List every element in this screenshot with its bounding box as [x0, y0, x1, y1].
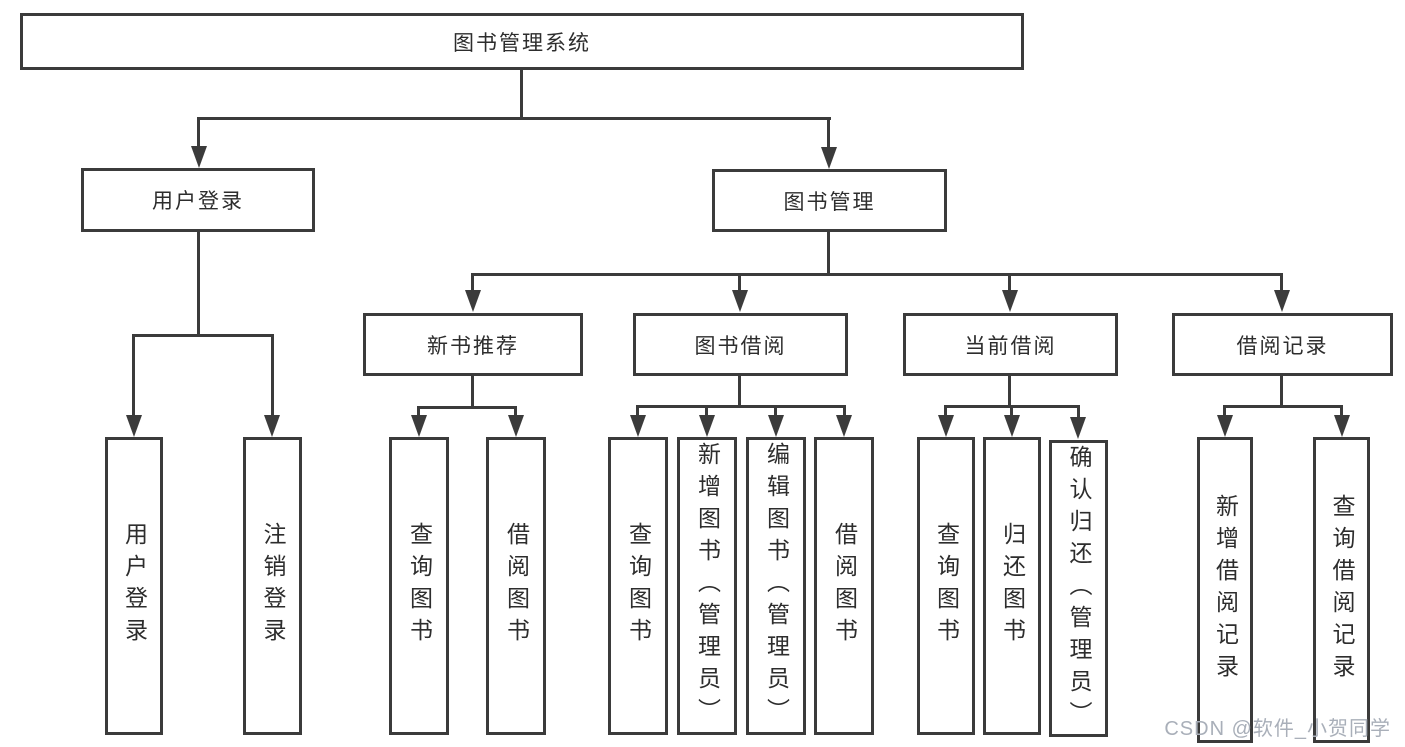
connector-line: [1008, 273, 1011, 292]
leaf-borrow-books: 借阅图书: [486, 437, 546, 735]
connector-line: [738, 273, 741, 292]
connector-line: [514, 406, 517, 418]
connector-line: [843, 405, 846, 418]
connector-line: [636, 405, 639, 418]
leaf-label: 借阅图书: [503, 522, 530, 650]
connector-line: [1223, 405, 1343, 408]
leaf-label: 查询图书: [625, 522, 652, 650]
leaf-label: 借阅图书: [831, 522, 858, 650]
connector-line: [705, 405, 708, 418]
connector-line: [1223, 405, 1226, 418]
arrow-down-icon: [1002, 290, 1018, 312]
leaf-logout: 注销登录: [243, 437, 302, 735]
connector-line: [1280, 273, 1283, 292]
arrow-down-icon: [768, 415, 784, 437]
node-new-book-recommend: 新书推荐: [363, 313, 583, 376]
arrow-down-icon: [1217, 415, 1233, 437]
leaf-query-books: 查询图书: [389, 437, 449, 735]
arrow-down-icon: [821, 147, 837, 169]
leaf-label: 新增图书（管理员）: [694, 442, 721, 730]
arrow-down-icon: [1004, 415, 1020, 437]
leaf-return-books: 归还图书: [983, 437, 1041, 735]
arrow-down-icon: [1274, 290, 1290, 312]
connector-line: [1077, 405, 1080, 418]
connector-line: [417, 406, 517, 409]
node-root-system: 图书管理系统: [20, 13, 1024, 70]
connector-line: [471, 376, 474, 408]
connector-line: [944, 405, 947, 418]
connector-line: [1340, 405, 1343, 418]
leaf-add-borrow-record: 新增借阅记录: [1197, 437, 1253, 743]
node-book-borrow: 图书借阅: [633, 313, 848, 376]
leaf-label: 注销登录: [260, 522, 286, 650]
leaf-label: 查询图书: [933, 522, 960, 650]
connector-line: [827, 232, 830, 275]
connector-line: [417, 406, 420, 418]
node-user-login: 用户登录: [81, 168, 315, 232]
arrow-down-icon: [411, 415, 427, 437]
leaf-query-borrow-record: 查询借阅记录: [1313, 437, 1370, 743]
connector-line: [738, 376, 741, 407]
node-borrow-records: 借阅记录: [1172, 313, 1393, 376]
leaf-label: 编辑图书（管理员）: [763, 442, 790, 730]
leaf-query-books: 查询图书: [917, 437, 975, 735]
leaf-label: 查询借阅记录: [1329, 494, 1355, 686]
connector-line: [1280, 376, 1283, 407]
arrow-down-icon: [264, 415, 280, 437]
node-current-borrow: 当前借阅: [903, 313, 1118, 376]
leaf-edit-book-admin: 编辑图书（管理员）: [746, 437, 806, 735]
arrow-down-icon: [630, 415, 646, 437]
leaf-query-books: 查询图书: [608, 437, 668, 735]
connector-line: [197, 117, 200, 148]
arrow-down-icon: [1070, 417, 1086, 439]
leaf-add-book-admin: 新增图书（管理员）: [677, 437, 737, 735]
arrow-down-icon: [1334, 415, 1350, 437]
arrow-down-icon: [465, 290, 481, 312]
leaf-label: 新增借阅记录: [1212, 494, 1239, 686]
node-book-management: 图书管理: [712, 169, 947, 232]
leaf-borrow-books: 借阅图书: [814, 437, 874, 735]
arrow-down-icon: [508, 415, 524, 437]
connector-line: [197, 232, 200, 336]
leaf-label: 用户登录: [121, 522, 148, 650]
connector-line: [636, 405, 846, 408]
arrow-down-icon: [191, 146, 207, 168]
leaf-label: 归还图书: [999, 522, 1026, 650]
arrow-down-icon: [732, 290, 748, 312]
arrow-down-icon: [836, 415, 852, 437]
connector-line: [1010, 405, 1013, 418]
leaf-confirm-return-admin: 确认归还（管理员）: [1049, 440, 1108, 737]
watermark-text: CSDN @软件_小贺同学: [1164, 718, 1391, 740]
leaf-label: 查询图书: [406, 522, 433, 650]
connector-line: [774, 405, 777, 418]
arrow-down-icon: [938, 415, 954, 437]
connector-line: [132, 334, 274, 337]
arrow-down-icon: [699, 415, 715, 437]
leaf-label: 确认归还（管理员）: [1066, 444, 1092, 733]
arrow-down-icon: [126, 415, 142, 437]
connector-line: [132, 334, 135, 418]
connector-line: [520, 70, 523, 118]
connector-line: [271, 334, 274, 418]
connector-line: [1008, 376, 1011, 407]
connector-line: [471, 273, 474, 292]
leaf-user-login: 用户登录: [105, 437, 163, 735]
connector-line: [198, 117, 831, 120]
connector-line: [471, 273, 1283, 276]
connector-line: [827, 117, 830, 148]
